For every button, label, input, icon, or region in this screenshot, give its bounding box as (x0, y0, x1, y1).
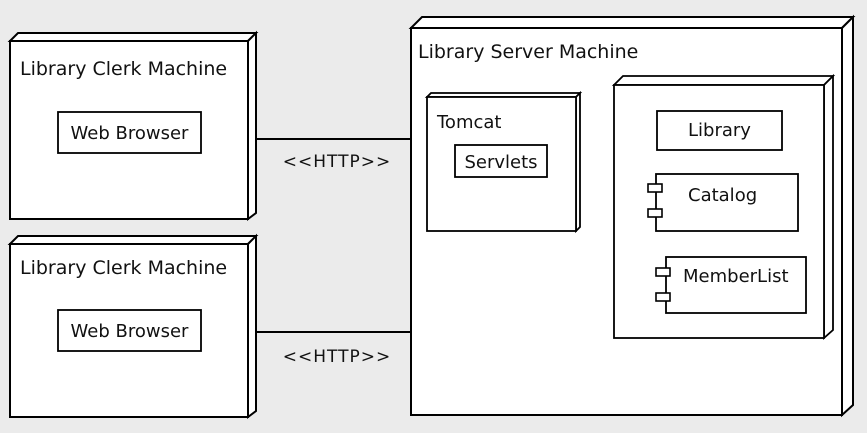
web-browser-1-label: Web Browser (71, 123, 190, 144)
node-side-face (841, 14, 854, 418)
tomcat-label: Tomcat (436, 112, 501, 133)
node-top-face (408, 16, 856, 29)
member-list-component[interactable] (665, 256, 807, 314)
member-list-label: MemberList (683, 266, 789, 287)
web-browser-component-2[interactable] (57, 309, 202, 352)
node-side-face (823, 73, 834, 341)
server-machine-label: Library Server Machine (418, 41, 638, 63)
clerk-machine-1-label: Library Clerk Machine (20, 58, 227, 80)
servlets-component[interactable] (454, 144, 548, 178)
library-label: Library (688, 120, 751, 141)
web-browser-component-1[interactable] (57, 111, 202, 154)
catalog-label: Catalog (688, 185, 757, 206)
node-top-face (7, 235, 259, 245)
node-top-face (7, 32, 259, 42)
member-list-component-icon (655, 267, 671, 302)
catalog-component[interactable] (655, 173, 799, 232)
http-connection-label-2: <<HTTP>> (283, 347, 391, 367)
node-side-face (247, 233, 257, 419)
library-component[interactable] (656, 110, 783, 151)
catalog-component-icon (647, 183, 663, 218)
node-side-face (247, 30, 257, 221)
node-top-face (611, 75, 836, 86)
clerk-machine-2-label: Library Clerk Machine (20, 257, 227, 279)
web-browser-2-label: Web Browser (71, 321, 190, 342)
http-connection-label-1: <<HTTP>> (283, 152, 391, 172)
servlets-label: Servlets (464, 152, 537, 173)
